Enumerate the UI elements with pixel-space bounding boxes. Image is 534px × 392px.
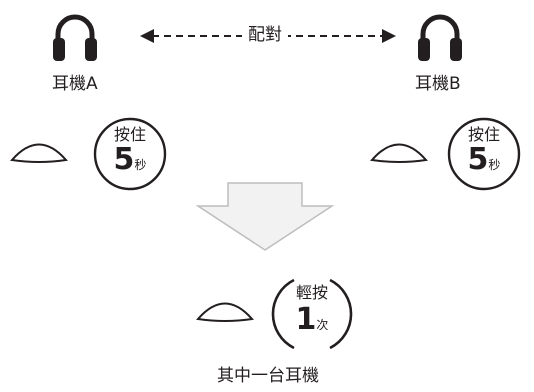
hold-action-label: 按住 <box>113 125 146 144</box>
earbud-touch-icon <box>10 143 68 163</box>
hold-count: 5 <box>467 142 489 177</box>
earphone-b-label: 耳機B <box>415 74 461 94</box>
hold-unit: 秒 <box>134 158 147 172</box>
earbud-touch-icon <box>370 143 428 163</box>
caption: 其中一台耳機 <box>217 366 319 386</box>
earbud-touch-icon <box>196 302 254 322</box>
earphone-a-label: 耳機A <box>52 74 98 94</box>
pairing-label: 配對 <box>242 25 288 45</box>
double-arrow-icon <box>140 29 396 43</box>
headphones-icon <box>418 14 462 61</box>
tap-unit: 次 <box>316 318 329 332</box>
tap-badge-circle <box>271 278 353 350</box>
hold-count: 5 <box>113 142 135 177</box>
tap-action-label: 輕按 <box>295 283 328 302</box>
down-arrow-icon <box>195 182 335 251</box>
headphones-icon <box>53 14 97 61</box>
hold-action-label: 按住 <box>467 125 500 144</box>
tap-count: 1 <box>295 302 317 337</box>
hold-badge-circle <box>93 117 167 191</box>
hold-badge-circle <box>447 117 521 191</box>
hold-unit: 秒 <box>488 158 501 172</box>
